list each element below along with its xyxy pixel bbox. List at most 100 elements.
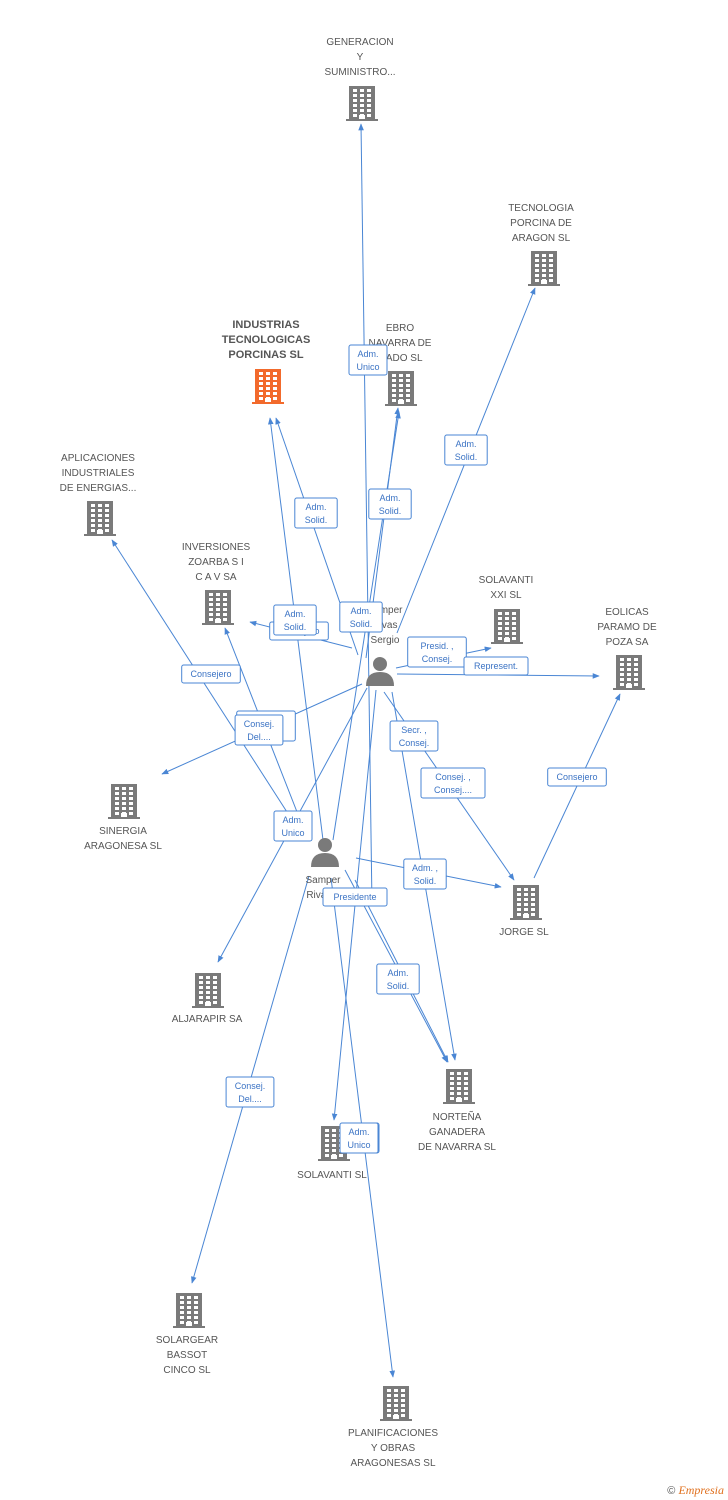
node-label: PORCINA DE: [510, 218, 572, 229]
node-inversiones[interactable]: INVERSIONES ZOARBA S I C A V SA: [182, 542, 251, 625]
edge-label[interactable]: Consej.Del....: [234, 714, 284, 746]
node-label: SINERGIA: [99, 826, 147, 837]
building-icon: [108, 784, 140, 819]
node-label: PORCINAS SL: [228, 349, 303, 361]
building-icon: [84, 501, 116, 536]
edge-label-text: Adm.: [379, 493, 400, 503]
edge-label[interactable]: Adm.Solid.: [368, 488, 412, 520]
node-aplicaciones[interactable]: APLICACIONES INDUSTRIALES DE ENERGIAS...: [60, 453, 137, 536]
node-label: Y: [357, 52, 364, 63]
edge-label-text: Consejero: [556, 772, 597, 782]
node-label: TECNOLOGIA: [508, 203, 574, 214]
node-solargear[interactable]: SOLARGEAR BASSOT CINCO SL: [156, 1293, 218, 1376]
building-icon: [528, 251, 560, 286]
edge-label-text: Adm.: [305, 502, 326, 512]
edge-label-text: Unico: [356, 362, 379, 372]
node-label: INVERSIONES: [182, 542, 251, 553]
node-label: INDUSTRIALES: [62, 468, 135, 479]
node-label: SOLARGEAR: [156, 1335, 218, 1346]
node-label: ZOARBA S I: [188, 557, 244, 568]
edge-label-box: [225, 1076, 275, 1108]
node-label: NAVARRA DE: [369, 338, 432, 349]
edge-label[interactable]: Adm.Unico: [273, 810, 313, 842]
node-label: Samper: [367, 605, 403, 616]
edge-label[interactable]: Presidente: [322, 887, 388, 907]
edge-label[interactable]: Represent.: [463, 656, 529, 676]
edge-label[interactable]: Adm.Solid.: [376, 963, 420, 995]
building-icon: [346, 86, 378, 121]
edges-layer: [111, 123, 621, 1378]
edge-label-box: [463, 656, 529, 676]
node-label: ALJARAPIR SA: [172, 1014, 243, 1025]
node-label: SOLAVANTI SL: [297, 1170, 367, 1181]
edge-label-text: Del....: [238, 1094, 262, 1104]
edge-label-box: [339, 1122, 379, 1154]
edge-label[interactable]: Adm.Solid.: [444, 434, 488, 466]
edge-label-text: Consej....: [434, 785, 472, 795]
node-label: Sergio: [371, 635, 400, 646]
edge-label-box: [181, 664, 241, 684]
building-icon: [202, 590, 234, 625]
node-jorge[interactable]: JORGE SL: [499, 885, 549, 938]
node-label: CINCO SL: [163, 1365, 211, 1376]
edge-label[interactable]: Secr. ,Consej.: [389, 720, 439, 752]
node-label: ARAGONESAS SL: [350, 1458, 435, 1469]
edge-label[interactable]: Adm. Unico: [348, 344, 388, 376]
node-generacion[interactable]: GENERACIONYSUMINISTRO...: [324, 37, 396, 121]
edge-label-text: Presidente: [333, 892, 376, 902]
node-aljarapir[interactable]: ALJARAPIR SA: [172, 973, 243, 1025]
node-label: BASSOT: [167, 1350, 208, 1361]
edge-label-text: Adm.: [350, 606, 371, 616]
node-label: PARAMO DE: [597, 622, 657, 633]
edge-label[interactable]: Consej. , Consej....: [420, 767, 486, 799]
edge-label[interactable]: Adm.Solid.: [294, 497, 338, 529]
edge-label-box: [322, 887, 388, 907]
building-icon: [613, 655, 645, 690]
edge-label[interactable]: Adm. ,Solid.: [403, 858, 447, 890]
node-label: Samper: [305, 875, 341, 886]
edge-label-text: Adm.: [455, 439, 476, 449]
edge-label[interactable]: Consej.Del....: [225, 1076, 275, 1108]
edge-label-text: Consej.: [422, 654, 453, 664]
person-icon: [311, 838, 339, 867]
edge-label-text: Adm.: [284, 609, 305, 619]
building-icon: [252, 369, 284, 404]
edge-label[interactable]: Adm.Solid.: [339, 601, 383, 633]
node-label: Rivas: [372, 620, 397, 631]
edge-label-text: Solid.: [284, 622, 307, 632]
edge-label[interactable]: Presid. ,Consej.: [407, 636, 467, 668]
footer-brand[interactable]: © Empresia: [667, 1483, 724, 1498]
edge-label-text: Del....: [247, 732, 271, 742]
edge-label-text: Consej. ,: [435, 772, 471, 782]
building-icon: [443, 1069, 475, 1104]
node-label: SOLAVANTI: [479, 575, 534, 586]
edge-label[interactable]: Adm. Solid.: [273, 604, 317, 636]
node-label: DE ENERGIAS...: [60, 483, 137, 494]
edge-label[interactable]: Adm.Unico: [339, 1122, 379, 1154]
building-icon: [491, 609, 523, 644]
node-label: C A V SA: [195, 572, 236, 583]
node-label: EBRO: [386, 323, 415, 334]
edge-label-text: Unico: [347, 1140, 370, 1150]
edge-label-text: Adm.: [357, 349, 378, 359]
edge-label-box: [389, 720, 439, 752]
edge-label[interactable]: Consejero: [181, 664, 241, 684]
node-label: APLICACIONES: [61, 453, 135, 464]
edge-label-box: [273, 604, 317, 636]
brand-name: Empresia: [678, 1483, 724, 1497]
edge-label-text: Unico: [281, 828, 304, 838]
edge-label-box: [234, 714, 284, 746]
edge-label[interactable]: Consejero: [547, 767, 607, 787]
node-label: PLANIFICACIONES: [348, 1428, 438, 1439]
